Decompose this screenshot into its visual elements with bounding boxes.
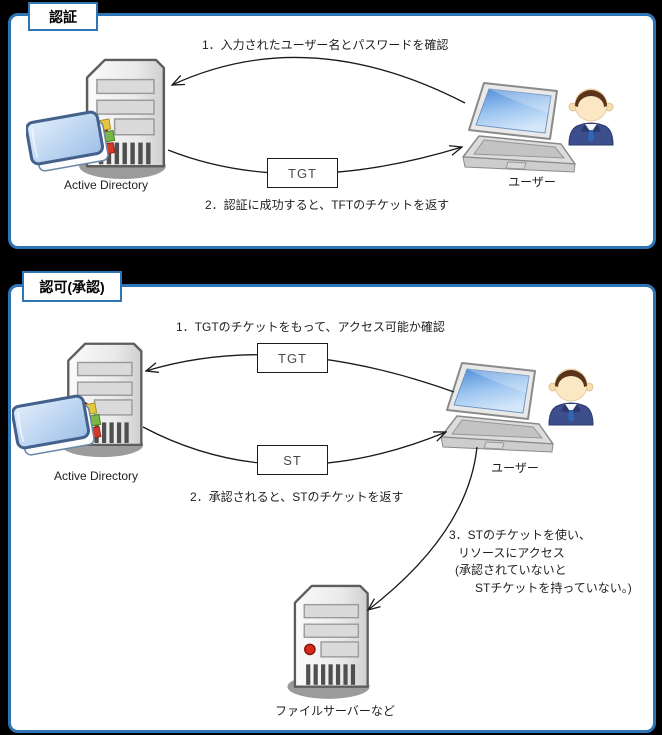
authz-server-label: Active Directory: [53, 469, 139, 483]
auth-step2-text: 2．認証に成功すると、TFTのチケットを返す: [205, 198, 450, 212]
authz-st-ticket: ST: [257, 445, 328, 475]
authz-step3-line4: STチケットを持っていない。): [475, 580, 632, 595]
authz-step2-text: 2．承認されると、STのチケットを返す: [190, 490, 404, 504]
auth-user-label: ユーザー: [508, 175, 556, 189]
authz-user-label: ユーザー: [491, 461, 539, 475]
authz-panel-title: 認可(承認): [22, 271, 122, 302]
authz-step3-text: 3．STのチケットを使い、 リソースにアクセス (承認されていないと STチケッ…: [449, 527, 632, 597]
auth-step1-arrow: [172, 56, 466, 104]
authz-step3-line1: 3．STのチケットを使い、: [449, 528, 592, 542]
auth-step1-text: 1．入力されたユーザー名とパスワードを確認: [202, 38, 449, 52]
authz-step1-text: 1．TGTのチケットをもって、アクセス可能か確認: [176, 320, 445, 334]
auth-server-label: Active Directory: [63, 178, 149, 192]
authz-tgt-ticket: TGT: [257, 343, 328, 373]
auth-panel-title: 認証: [28, 2, 98, 31]
auth-tgt-ticket: TGT: [267, 158, 338, 188]
file-server-label: ファイルサーバーなど: [275, 704, 395, 718]
authz-step3-arrow: [368, 446, 478, 610]
authz-step3-line2: リソースにアクセス: [458, 545, 565, 560]
authz-step3-line3: (承認されていないと: [455, 563, 567, 577]
